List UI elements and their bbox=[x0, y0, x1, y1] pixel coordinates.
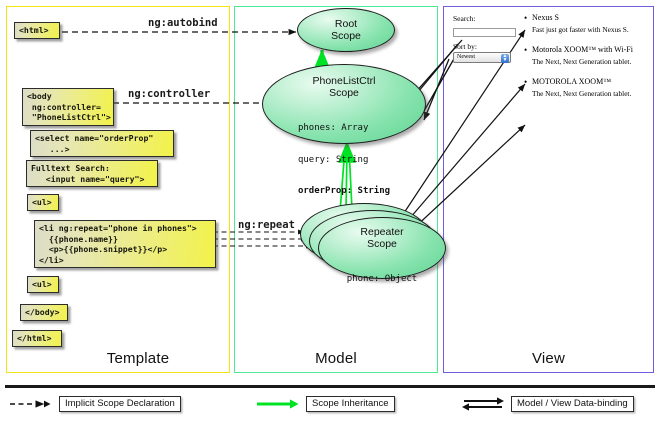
scope-property: phone: Object bbox=[346, 274, 418, 284]
chevron-updown-icon: ▲▼ bbox=[501, 53, 509, 63]
view-search-form: Search: Sort by: Newest ▲▼ bbox=[453, 14, 519, 63]
green-arrow-icon bbox=[257, 399, 299, 409]
scope-property: query: String bbox=[297, 154, 369, 165]
legend-scope-inheritance: Scope Inheritance bbox=[255, 395, 395, 413]
scope-property: phones: Array bbox=[297, 123, 369, 133]
list-item: MOTOROLA XOOM™ The Next, Next Generation… bbox=[523, 76, 649, 100]
panel-view-label: View bbox=[531, 350, 566, 367]
scope-repeater-title-line1: Repeater bbox=[360, 226, 404, 238]
double-arrow-icon bbox=[462, 397, 504, 411]
ng-controller-label: ng:controller bbox=[128, 88, 211, 100]
code-box-ul-close-tag: <ul> bbox=[27, 276, 59, 293]
legend-implicit-scope-declaration: Implicit Scope Declaration bbox=[8, 395, 181, 413]
legend-label: Scope Inheritance bbox=[306, 395, 395, 413]
ng-repeat-label: ng:repeat bbox=[238, 219, 295, 231]
view-content: Search: Sort by: Newest ▲▼ Nexus S Fast … bbox=[443, 6, 654, 373]
legend-divider bbox=[5, 385, 655, 388]
scope-repeater-properties: phone: Object bbox=[347, 253, 417, 306]
list-item: Nexus S Fast just got faster with Nexus … bbox=[523, 12, 649, 36]
sort-by-label: Sort by: bbox=[453, 42, 477, 51]
search-label: Search: bbox=[453, 14, 476, 23]
legend-label: Model / View Data-binding bbox=[511, 395, 634, 413]
scope-property: orderProp: String bbox=[297, 186, 391, 196]
code-box-body-controller-tag: <body ng:controller= "PhoneListCtrl"> bbox=[22, 88, 114, 126]
phone-name: MOTOROLA XOOM™ bbox=[523, 76, 649, 88]
scope-root-title-line1: Root bbox=[334, 18, 358, 30]
phone-snippet: Fast just got faster with Nexus S. bbox=[532, 25, 629, 34]
scope-repeater: Repeater Scope phone: Object bbox=[318, 217, 446, 284]
phone-list: Nexus S Fast just got faster with Nexus … bbox=[523, 12, 649, 102]
scope-root: Root Scope bbox=[297, 8, 395, 52]
scope-repeater-title-line2: Scope bbox=[367, 238, 397, 250]
phone-name: Motorola XOOM™ with Wi-Fi bbox=[523, 44, 649, 56]
scope-phonelistctrl: PhoneListCtrl Scope phones: Array query:… bbox=[262, 64, 426, 196]
sort-by-selected-value: Newest bbox=[457, 54, 475, 60]
ng-autobind-label: ng:autobind bbox=[148, 17, 218, 29]
code-box-fulltext-search-input: Fulltext Search: <input name="query"> bbox=[26, 160, 158, 187]
scope-root-title-line2: Scope bbox=[331, 30, 361, 42]
phone-snippet: The Next, Next Generation tablet. bbox=[532, 89, 632, 98]
legend-model-view-databinding: Model / View Data-binding bbox=[460, 395, 634, 413]
panel-template-label: Template bbox=[106, 350, 170, 367]
scope-phonelistctrl-title-line2: Scope bbox=[329, 87, 359, 99]
legend-label: Implicit Scope Declaration bbox=[59, 395, 181, 413]
panel-model-label: Model bbox=[315, 350, 357, 367]
code-box-select-orderprop-tag: <select name="orderProp" ...> bbox=[30, 130, 174, 157]
list-item: Motorola XOOM™ with Wi-Fi The Next, Next… bbox=[523, 44, 649, 68]
dashed-arrow-icon bbox=[10, 400, 51, 408]
sort-by-select[interactable]: Newest ▲▼ bbox=[453, 52, 511, 63]
code-box-ul-open-tag: <ul> bbox=[27, 194, 59, 211]
scope-phonelistctrl-properties: phones: Array query: String orderProp: S… bbox=[298, 102, 390, 218]
phone-name: Nexus S bbox=[523, 12, 649, 24]
code-box-body-close-tag: </body> bbox=[20, 304, 68, 321]
phone-snippet: The Next, Next Generation tablet. bbox=[532, 57, 632, 66]
code-box-li-ngrepeat-tag: <li ng:repeat="phone in phones"> {{phone… bbox=[34, 220, 216, 268]
code-box-html-close-tag: </html> bbox=[12, 330, 62, 347]
search-input[interactable] bbox=[453, 28, 516, 37]
code-box-html-open-tag: <html> bbox=[14, 22, 60, 39]
scope-phonelistctrl-title-line1: PhoneListCtrl bbox=[312, 75, 376, 87]
